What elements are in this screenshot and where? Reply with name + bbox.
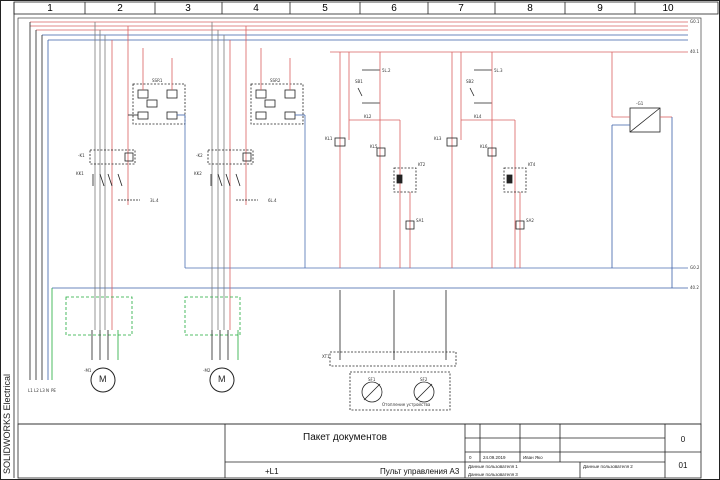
component-label: KL3: [434, 136, 442, 141]
left-terminals: L1 L2 L3 N PE: [28, 388, 56, 393]
title-block: [17, 423, 702, 479]
bus-label: G0.1: [690, 19, 700, 24]
column-number: 10: [662, 3, 674, 14]
component-label: KL5: [370, 144, 378, 149]
cross-ref: 3L.4: [150, 198, 159, 203]
cross-ref: 6L.4: [268, 198, 277, 203]
softstarter-box: [132, 83, 186, 125]
motor-group-2: [184, 22, 306, 393]
component-label: KT2: [418, 162, 426, 167]
bus-label: 40.1: [690, 49, 699, 54]
fan-circle-1: [361, 381, 383, 403]
component-label: SA1: [416, 218, 424, 223]
terminal-label: N: [46, 388, 49, 393]
user-data-3: Данные пользователя 3: [468, 472, 518, 477]
cross-ref: 5L.2: [382, 68, 391, 73]
revision-number: 0: [681, 435, 686, 444]
bus-labels: G0.1 40.1 G0.2 40.2: [690, 19, 700, 290]
motor-circle-2: [209, 367, 235, 393]
terminal-label: L3: [40, 388, 45, 393]
column-number: 9: [597, 3, 603, 14]
component-label: KL1: [325, 136, 333, 141]
document-subtitle: Пульт управления А3: [380, 467, 460, 476]
column-number: 3: [185, 3, 191, 14]
motor-symbol: M: [99, 374, 107, 384]
timer-kt2-box: [393, 167, 417, 193]
revision-author: Иван Яко: [523, 455, 543, 460]
relay-label: KK1: [76, 171, 84, 176]
component-label: -G1: [636, 101, 644, 106]
softstarter-box: [250, 83, 304, 125]
column-number: 8: [527, 3, 533, 14]
location-code: +L1: [265, 467, 279, 476]
column-number: 6: [391, 3, 397, 14]
column-dividers: [84, 2, 636, 14]
fan-group-box: [349, 371, 451, 411]
timer-kt4-box: [503, 167, 527, 193]
component-label: KT4: [528, 162, 536, 167]
revision-date: 24.09.2019: [483, 455, 506, 460]
column-number: 7: [458, 3, 464, 14]
component-label: XT1: [322, 354, 330, 359]
document-title: Пакет документов: [303, 432, 387, 443]
user-data-1: Данные пользователя 1: [468, 464, 518, 469]
breaker-k1: [89, 149, 136, 165]
column-number: 1: [47, 3, 53, 14]
terminal-label: PE: [51, 388, 56, 393]
terminal-label: L2: [34, 388, 39, 393]
column-numbers: 1 2 3 4 5 6 7 8 9 10: [47, 3, 674, 14]
breaker-label: -K2: [196, 153, 203, 158]
motor-label: -M1: [84, 368, 92, 373]
component-label: KL2: [364, 114, 372, 119]
column-number: 4: [253, 3, 259, 14]
component-label: SF1: [368, 377, 376, 382]
fan-group-label: Отопление устройства: [382, 402, 431, 407]
sheet-number: 01: [679, 461, 688, 470]
breaker-label: -K1: [78, 153, 85, 158]
cross-ref: 5L.3: [494, 68, 503, 73]
terminal-label: L1: [28, 388, 33, 393]
softstarter-label: SSR1: [152, 78, 163, 83]
motor-cable-shield-1: [65, 296, 133, 336]
fan-group: [329, 290, 457, 411]
softstarter-label: SSR2: [270, 78, 281, 83]
power-supply-box: [629, 107, 661, 133]
component-label: SA2: [526, 218, 534, 223]
motor-group-1: [65, 22, 186, 393]
component-label: SB1: [355, 79, 363, 84]
terminal-block-box: [329, 351, 457, 367]
motor-cable-shield-2: [184, 296, 241, 336]
breaker-k2: [207, 149, 254, 165]
component-label: KL6: [480, 144, 488, 149]
column-number: 5: [322, 3, 328, 14]
relay-label: KK2: [194, 171, 202, 176]
motor-label: -M2: [203, 368, 211, 373]
power-supply-group: [611, 52, 673, 288]
left-feeds: [29, 22, 53, 380]
bus-label: G0.2: [690, 265, 700, 270]
bus-label: 40.2: [690, 285, 699, 290]
motor-circle-1: [90, 367, 116, 393]
component-label: KL4: [474, 114, 482, 119]
control-circuits: [334, 52, 527, 268]
motor-symbol: M: [218, 374, 226, 384]
user-data-2: Данные пользователя 2: [583, 464, 633, 469]
bus-lines: [30, 21, 688, 289]
software-label: SOLIDWORKS Electrical: [2, 374, 12, 474]
column-number: 2: [117, 3, 123, 14]
component-label: SF2: [420, 377, 428, 382]
revision-index: 0: [469, 455, 472, 460]
fan-circle-2: [413, 381, 435, 403]
component-label: SB2: [466, 79, 474, 84]
